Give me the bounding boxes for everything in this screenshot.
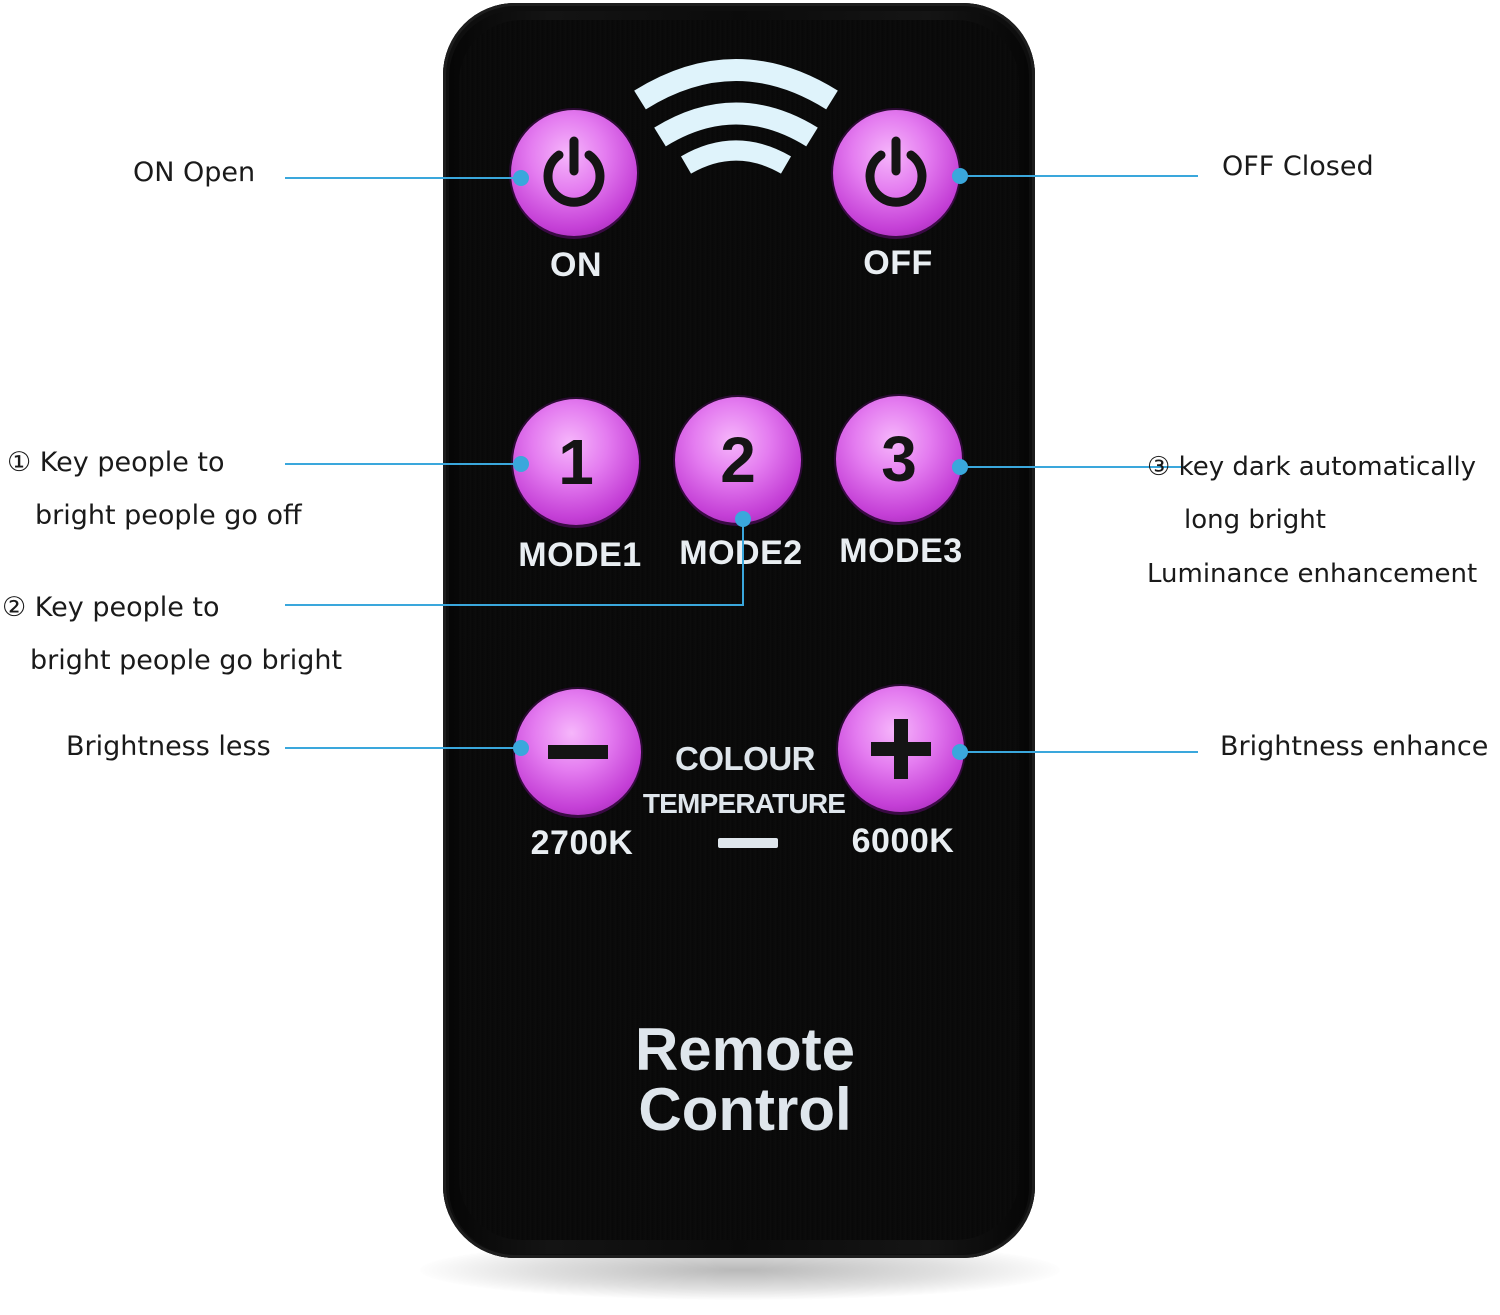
callout-mode2-line1: ② Key people to <box>2 592 220 623</box>
plus-icon <box>871 719 931 779</box>
cool-temperature-label: 6000K <box>851 822 955 860</box>
callout-on: ON Open <box>133 157 256 188</box>
brightness-minus-button[interactable] <box>515 689 641 815</box>
temperature-label: TEMPERATURE <box>642 788 846 819</box>
power-icon <box>865 136 927 207</box>
callout-mode3-line1: ③ key dark automatically <box>1147 452 1477 482</box>
mode1-button[interactable]: 1 <box>513 399 639 525</box>
mode2-label: MODE2 <box>679 534 803 572</box>
mode2-button[interactable]: 2 <box>675 397 801 523</box>
off-button[interactable] <box>833 110 959 236</box>
callout-mode3-line2: long bright <box>1184 505 1326 535</box>
callout-off: OFF Closed <box>1222 151 1374 182</box>
mode3-label: MODE3 <box>839 532 963 570</box>
callout-plus: Brightness enhance <box>1220 731 1489 762</box>
off-label: OFF <box>863 244 933 282</box>
mode3-button[interactable]: 3 <box>836 396 962 522</box>
temperature-bar <box>718 838 778 848</box>
callout-mode1-line2: bright people go off <box>35 500 302 531</box>
mode1-glyph: 1 <box>558 426 594 498</box>
callout-mode3-line3: Luminance enhancement <box>1147 559 1478 589</box>
on-label: ON <box>550 246 602 284</box>
colour-label: COLOUR <box>675 740 816 777</box>
brightness-plus-button[interactable] <box>838 686 964 812</box>
minus-icon <box>548 745 608 759</box>
on-button[interactable] <box>511 110 637 236</box>
power-icon <box>543 136 605 207</box>
warm-temperature-label: 2700K <box>530 824 634 862</box>
mode2-glyph: 2 <box>720 424 756 496</box>
remote-title-line2: Control <box>638 1076 852 1143</box>
callout-mode1-line1: ① Key people to <box>7 447 225 478</box>
remote-title-line1: Remote <box>634 1016 856 1083</box>
mode1-label: MODE1 <box>518 536 642 574</box>
remote-title: Remote Control <box>560 1020 930 1140</box>
callout-mode2-line2: bright people go bright <box>30 645 343 676</box>
mode3-glyph: 3 <box>881 423 917 495</box>
callout-minus: Brightness less <box>66 731 271 762</box>
